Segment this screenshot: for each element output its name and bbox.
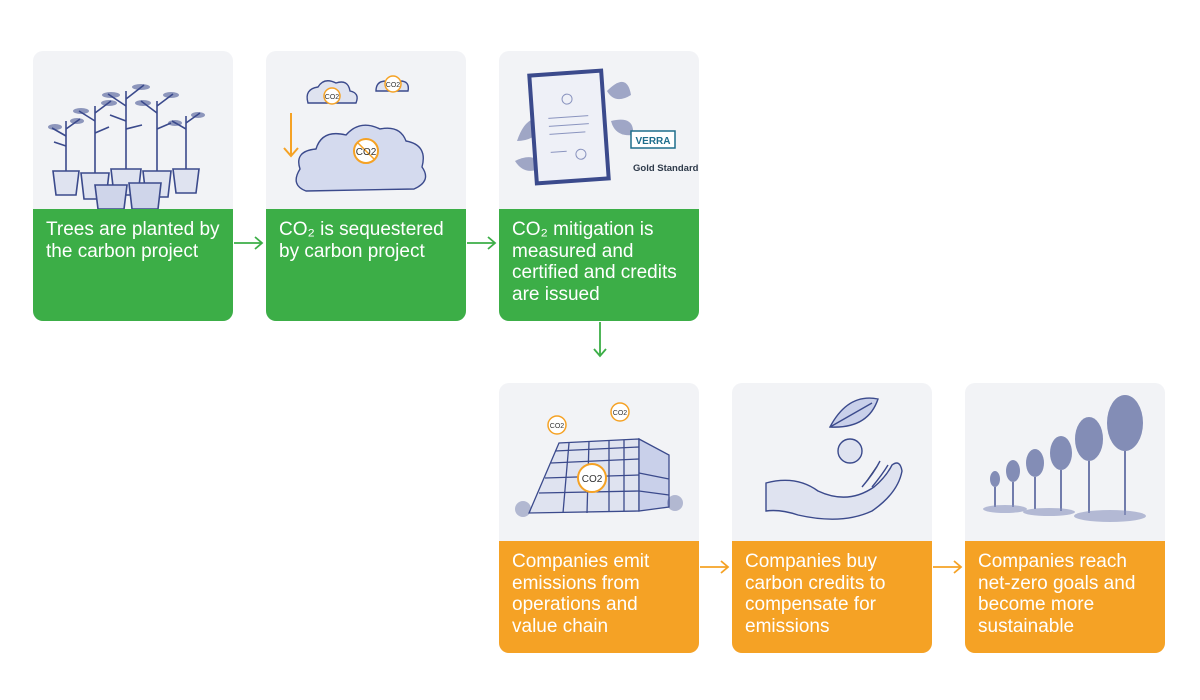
- step-card-2: CO2 CO2 CO2 CO₂ is sequestered by carbon…: [266, 51, 466, 321]
- office-building-illustration: CO2 CO2 CO2: [499, 383, 699, 541]
- svg-text:CO2: CO2: [582, 474, 603, 485]
- hand-coin-leaf-illustration: [732, 383, 932, 541]
- step-caption-1: Trees are planted by the carbon project: [33, 209, 233, 321]
- step-card-5: Companies buy carbon credits to compensa…: [732, 383, 932, 653]
- verra-logo: VERRA: [630, 130, 676, 149]
- co2-badge-large: CO2: [353, 138, 379, 164]
- svg-text:CO2: CO2: [356, 147, 377, 158]
- certificate-illustration: VERRA Gold Standard: [499, 51, 699, 209]
- arrow-step-5-to-6: [933, 560, 963, 574]
- co2-badge-3: CO2: [577, 463, 607, 493]
- step-card-6: Companies reach net-zero goals and becom…: [965, 383, 1165, 653]
- step-caption-3: CO₂ mitigation is measured and certified…: [499, 209, 699, 321]
- step-caption-2: CO₂ is sequestered by carbon project: [266, 209, 466, 321]
- co2-badge-small-1: CO2: [323, 87, 341, 105]
- co2-badge-2: CO2: [610, 402, 630, 422]
- arrow-step-3-to-4: [592, 322, 608, 358]
- svg-text:CO2: CO2: [386, 82, 401, 89]
- potted-trees-illustration: [33, 51, 233, 209]
- arrow-step-4-to-5: [700, 560, 730, 574]
- step-card-4: CO2 CO2 CO2 Companies emit emissions fro…: [499, 383, 699, 653]
- step-card-3: VERRA Gold Standard CO₂ mitigation is me…: [499, 51, 699, 321]
- svg-text:CO2: CO2: [613, 410, 628, 417]
- gold-standard-logo: Gold Standard: [633, 163, 699, 174]
- step-caption-5: Companies buy carbon credits to compensa…: [732, 541, 932, 653]
- step-card-1: Trees are planted by the carbon project: [33, 51, 233, 321]
- step-caption-4: Companies emit emissions from operations…: [499, 541, 699, 653]
- arrow-step-1-to-2: [234, 236, 264, 250]
- step-caption-6: Companies reach net-zero goals and becom…: [965, 541, 1165, 653]
- svg-text:CO2: CO2: [325, 94, 340, 101]
- svg-text:VERRA: VERRA: [635, 136, 670, 147]
- arrow-step-2-to-3: [467, 236, 497, 250]
- down-arrow-icon: [283, 113, 299, 158]
- co2-clouds-illustration: CO2 CO2 CO2: [266, 51, 466, 209]
- co2-badge-small-2: CO2: [384, 75, 402, 93]
- co2-badge-1: CO2: [547, 415, 567, 435]
- growing-trees-illustration: [965, 383, 1165, 541]
- svg-text:CO2: CO2: [550, 423, 565, 430]
